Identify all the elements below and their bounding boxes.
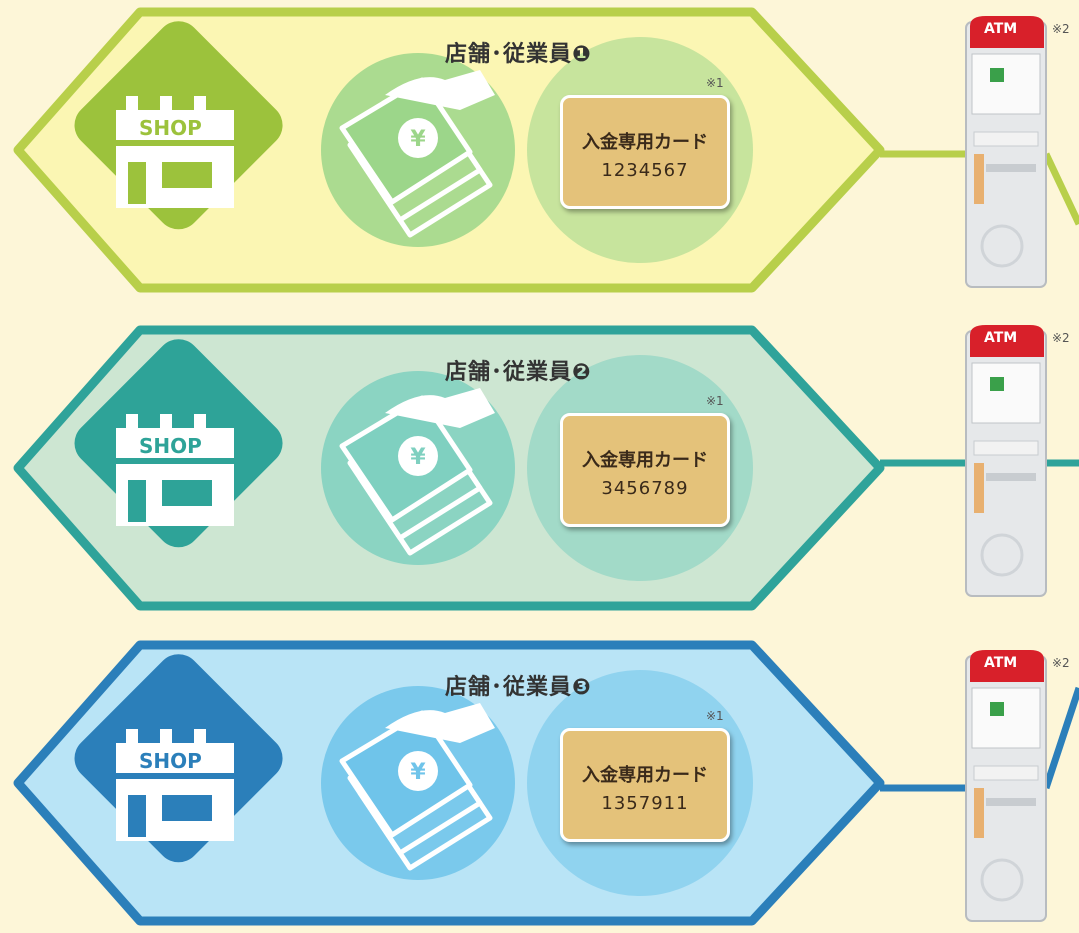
shop-icon: [116, 96, 234, 208]
card-footnote: ※1: [706, 394, 724, 408]
deposit-card: 入金専用カード 1234567: [560, 95, 730, 209]
atm-footnote: ※2: [1052, 22, 1070, 36]
svg-text:¥: ¥: [410, 445, 426, 470]
employee-row-2: ¥ SHOP ATM 店舗･従業員❷ ※1 入金専用カード 3456789 ※2: [0, 318, 1079, 618]
employee-row-1: ¥ SHOP ATM 店舗･従業員❶ ※1 入金専用カード 1234567 ※2: [0, 0, 1079, 300]
svg-text:¥: ¥: [410, 760, 426, 785]
svg-text:¥: ¥: [410, 127, 426, 152]
money-hand-icon: ¥: [339, 703, 495, 871]
atm-footnote: ※2: [1052, 331, 1070, 345]
shop-label: SHOP: [139, 434, 202, 458]
row-graphic: ¥: [13, 325, 1079, 611]
card-number: 3456789: [601, 478, 689, 499]
row-title: 店舗･従業員❸: [445, 675, 592, 700]
card-footnote: ※1: [706, 709, 724, 723]
deposit-card: 入金専用カード 1357911: [560, 728, 730, 842]
row-title: 店舗･従業員❶: [445, 42, 592, 67]
yen-icon: [398, 118, 438, 158]
deposit-card: 入金専用カード 3456789: [560, 413, 730, 527]
yen-icon: [398, 436, 438, 476]
atm-icon: [965, 325, 1047, 597]
atm-footnote: ※2: [1052, 656, 1070, 670]
row-graphic: ¥: [13, 7, 1079, 293]
card-footnote: ※1: [706, 76, 724, 90]
card-number: 1234567: [601, 160, 689, 181]
money-hand-icon: ¥: [339, 70, 495, 238]
yen-icon: [398, 751, 438, 791]
atm-label: ATM: [984, 21, 1018, 37]
shop-icon: [116, 414, 234, 526]
atm-icon: [965, 16, 1047, 288]
row-title: 店舗･従業員❷: [445, 360, 592, 385]
atm-label: ATM: [984, 330, 1018, 346]
shop-icon: [116, 729, 234, 841]
connector-branch: [1042, 152, 1079, 226]
money-hand-icon: ¥: [339, 388, 495, 556]
card-label: 入金専用カード: [582, 450, 708, 471]
atm-label: ATM: [984, 655, 1018, 671]
card-label: 入金専用カード: [582, 765, 708, 786]
atm-icon: [965, 650, 1047, 922]
connector-branch: [1042, 686, 1079, 790]
employee-row-3: ¥ SHOP ATM 店舗･従業員❸ ※1 入金専用カード 1357911 ※2: [0, 633, 1079, 933]
card-label: 入金専用カード: [582, 132, 708, 153]
shop-label: SHOP: [139, 749, 202, 773]
shop-label: SHOP: [139, 116, 202, 140]
card-number: 1357911: [601, 793, 689, 814]
